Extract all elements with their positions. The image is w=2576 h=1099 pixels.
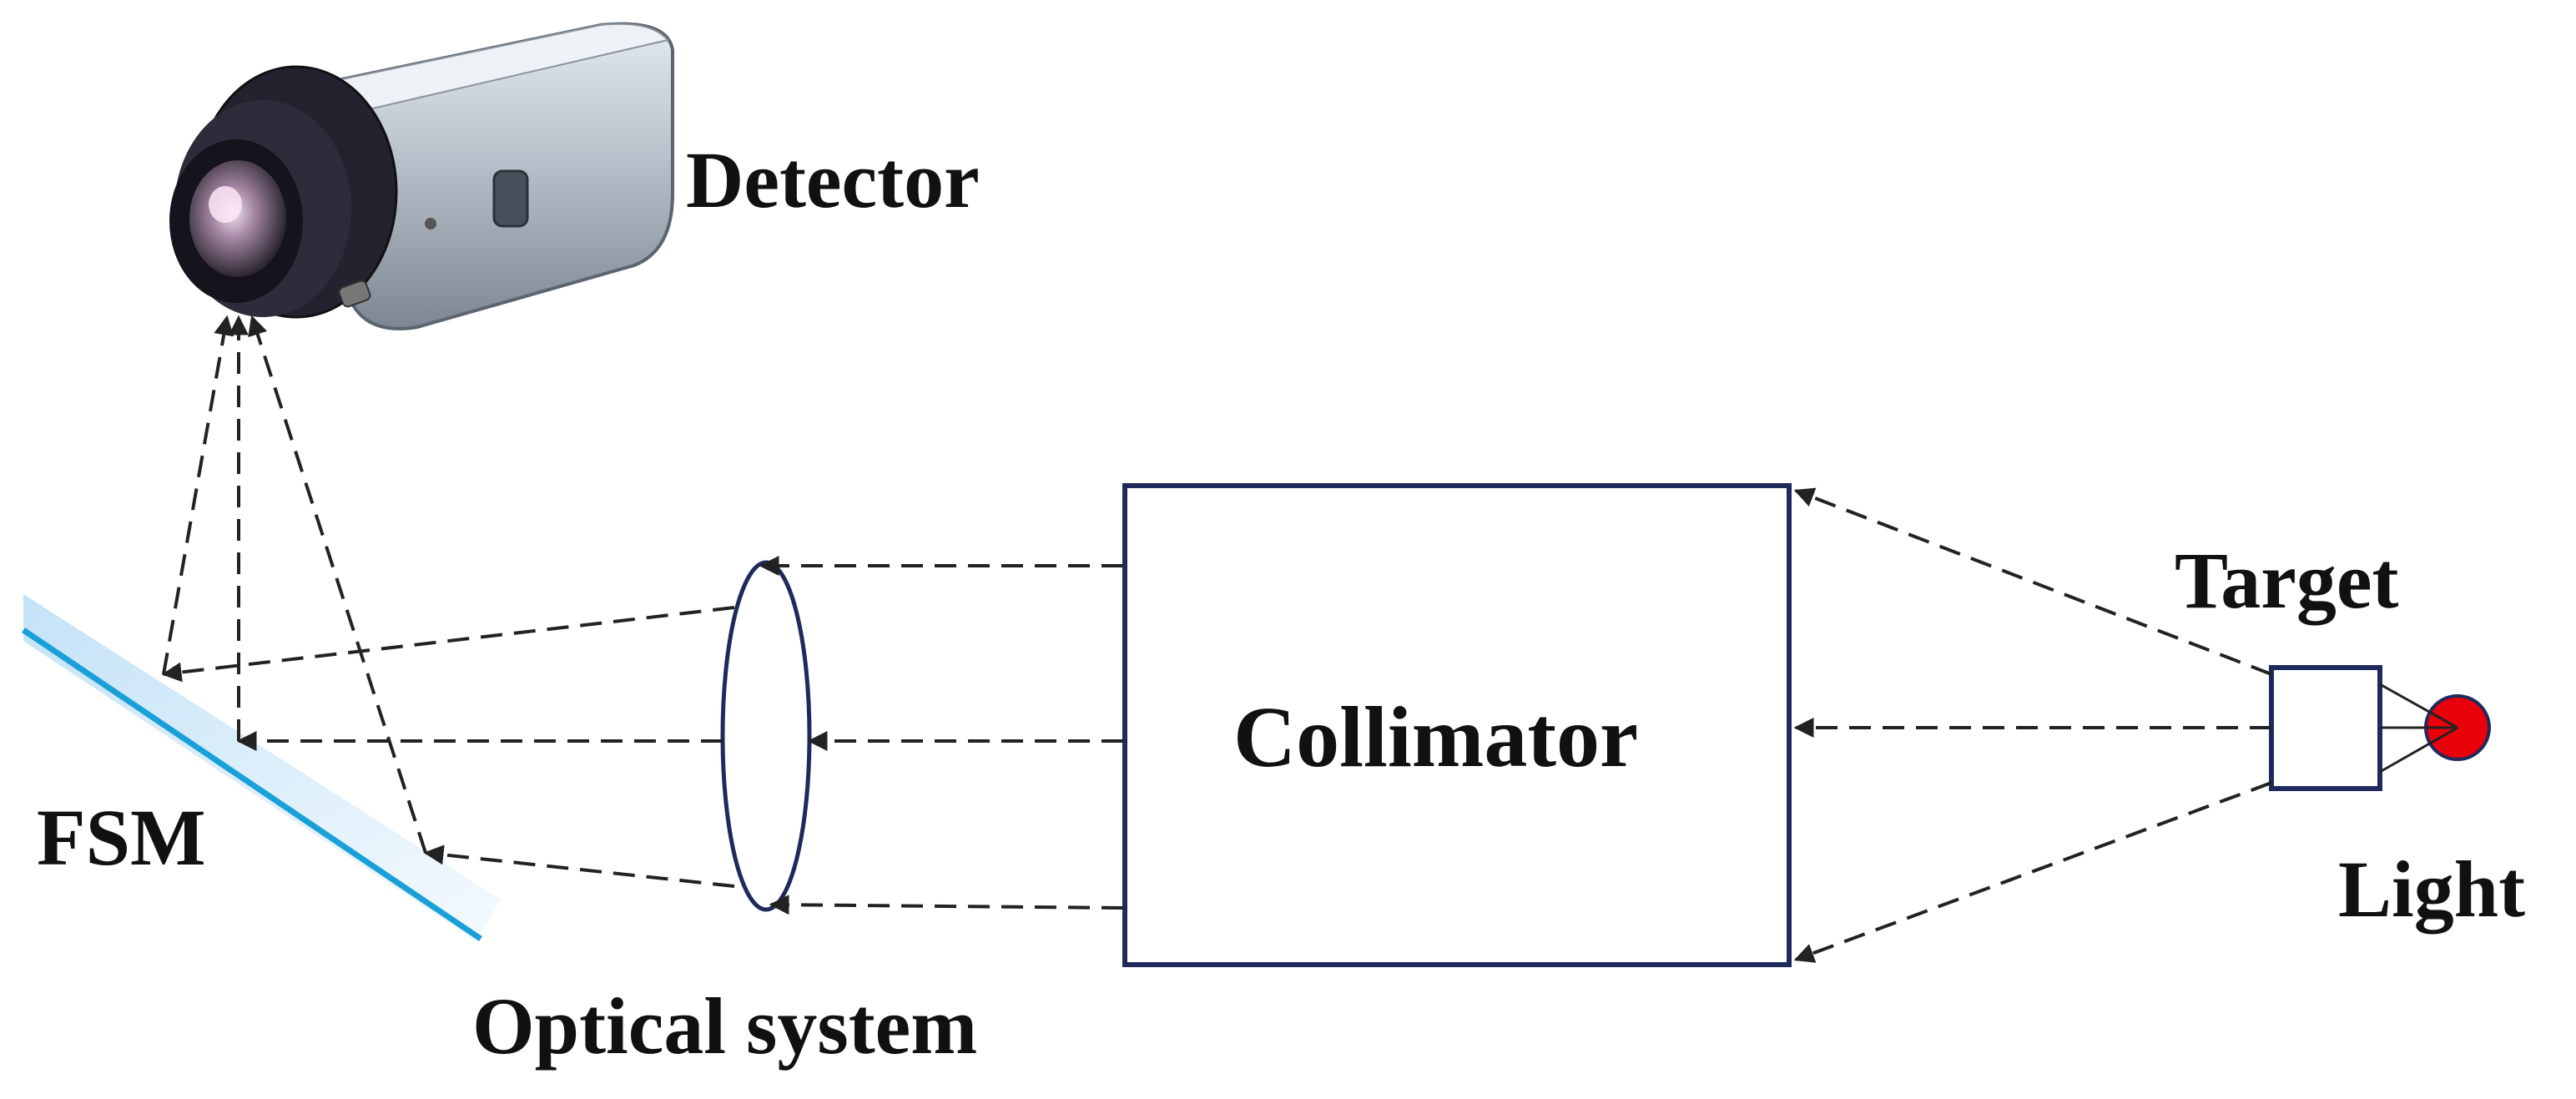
optical-system-label: Optical system xyxy=(472,981,977,1071)
collimator-box xyxy=(1122,483,1792,967)
collimator-label: Collimator xyxy=(1233,689,1638,785)
target-reticle xyxy=(2269,665,2382,791)
light-label: Light xyxy=(2338,844,2525,934)
fsm-label: FSM xyxy=(37,793,206,882)
detector-label: Detector xyxy=(686,135,980,224)
ray-paths xyxy=(161,315,2458,963)
detector-camera-icon xyxy=(169,22,674,330)
target-label: Target xyxy=(2175,536,2398,625)
fsm-mirror xyxy=(22,594,501,941)
optical-system-lens xyxy=(720,560,812,912)
